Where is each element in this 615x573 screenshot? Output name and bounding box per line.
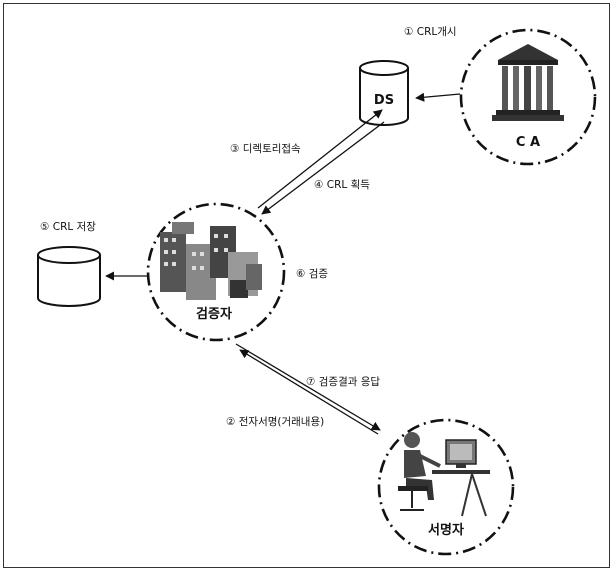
ds-node: DS bbox=[360, 61, 408, 125]
verifier-node: 검증자 bbox=[148, 204, 284, 340]
step-1-label: ① CRL개시 bbox=[404, 26, 457, 38]
ca-label: C A bbox=[516, 135, 540, 150]
arrow-directory-access bbox=[258, 110, 382, 208]
verifier-label: 검증자 bbox=[196, 307, 232, 322]
step-2-label: ② 전자서명(거래내용) bbox=[226, 416, 324, 428]
bank-building-icon bbox=[492, 44, 564, 121]
office-buildings-icon bbox=[160, 222, 262, 300]
ca-node: C A bbox=[461, 30, 595, 164]
crl-storage-node bbox=[38, 247, 100, 306]
step-7-label: ⑦ 검증결과 응답 bbox=[306, 376, 380, 388]
step-4-label: ④ CRL 획득 bbox=[314, 179, 370, 191]
arrow-crl-fetch bbox=[262, 122, 384, 214]
person-at-computer-icon bbox=[398, 432, 490, 516]
signer-label: 서명자 bbox=[428, 522, 464, 538]
signer-node: 서명자 bbox=[379, 420, 513, 554]
step-6-label: ⑥ 검증 bbox=[296, 268, 328, 280]
database-cylinder-icon bbox=[38, 247, 100, 306]
step-3-label: ③ 디렉토리접속 bbox=[230, 143, 301, 155]
ds-label: DS bbox=[374, 93, 394, 108]
arrow-ca-to-ds bbox=[416, 94, 460, 98]
step-5-label: ⑤ CRL 저장 bbox=[40, 221, 96, 233]
